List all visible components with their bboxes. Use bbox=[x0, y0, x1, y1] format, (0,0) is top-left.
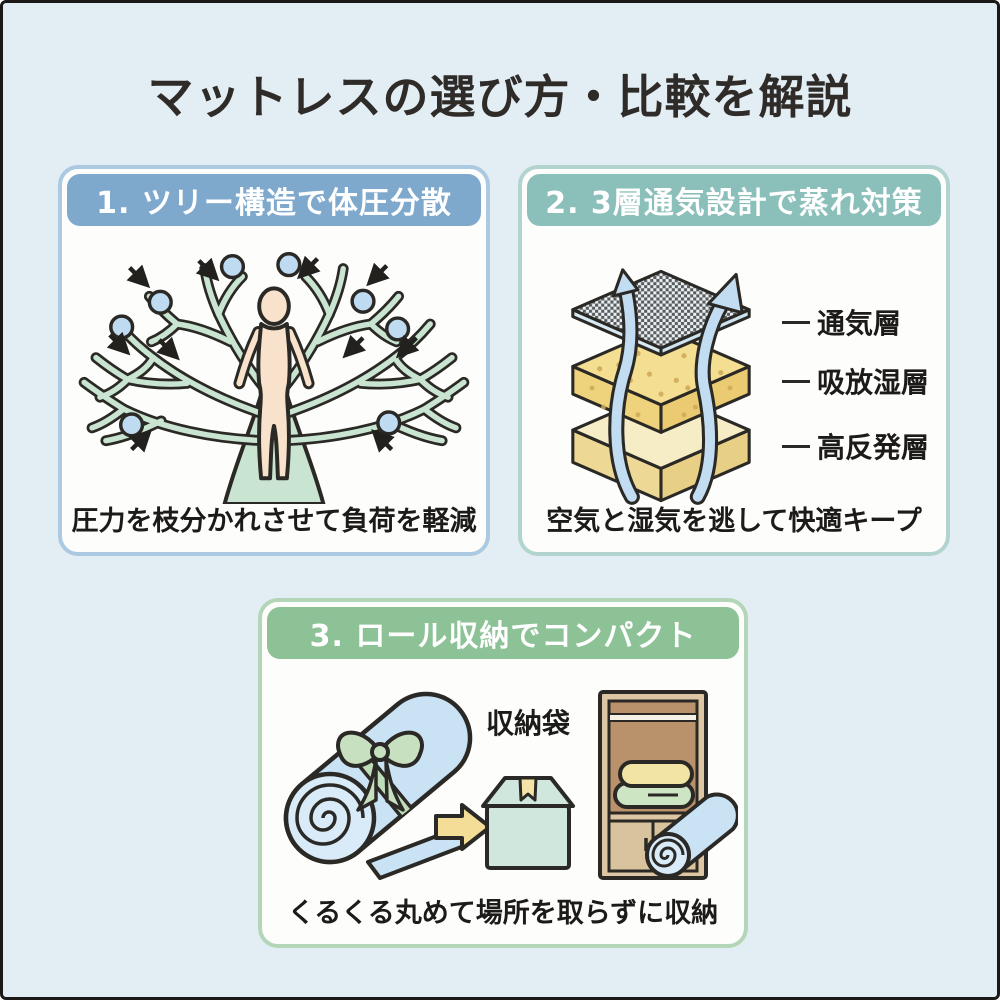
spiral-end bbox=[295, 783, 365, 846]
storage-box-icon bbox=[481, 776, 575, 870]
leader-line bbox=[782, 444, 810, 448]
panel-2-header-label: 2. 3層通気設計で蒸れ対策 bbox=[545, 186, 923, 221]
leader-line bbox=[782, 379, 810, 383]
page-title: マットレスの選び方・比較を解説 bbox=[147, 70, 853, 124]
ribbon-bow-icon bbox=[336, 730, 424, 812]
panel-2-header: 2. 3層通気設計で蒸れ対策 bbox=[527, 174, 941, 226]
pressure-dots bbox=[109, 252, 411, 438]
roll-storage-illustration bbox=[283, 690, 738, 880]
panel-tree-pressure: 1. ツリー構造で体圧分散 bbox=[58, 165, 490, 556]
layer-label-ventilation: 通気層 bbox=[782, 302, 901, 342]
panel-roll-storage: 3. ロール収納でコンパクト bbox=[258, 598, 748, 948]
panel-1-caption: 圧力を枝分かれさせて負荷を軽減 bbox=[71, 506, 477, 537]
layer-label-moisture: 吸放湿層 bbox=[782, 361, 929, 401]
pressure-arrows bbox=[106, 255, 420, 453]
layer-label-resilience: 高反発層 bbox=[782, 426, 929, 466]
human-figure bbox=[233, 286, 315, 481]
leaning-roll-icon bbox=[645, 792, 738, 878]
storage-bag-label: 収納袋 bbox=[485, 707, 570, 740]
panel-3-header-label: 3. ロール収納でコンパクト bbox=[309, 619, 697, 654]
panel-1-header: 1. ツリー構造で体圧分散 bbox=[67, 174, 481, 226]
panel-ventilation: 2. 3層通気設計で蒸れ対策 bbox=[518, 165, 950, 556]
tree-pressure-illustration bbox=[78, 252, 482, 504]
mattress-layers-illustration bbox=[571, 268, 751, 505]
panel-2-caption: 空気と湿気を逃して快適キープ bbox=[546, 506, 922, 537]
panel-3-header: 3. ロール収納でコンパクト bbox=[267, 607, 739, 659]
tree-branches bbox=[78, 263, 464, 447]
leader-line bbox=[782, 320, 810, 324]
folded-mattress-icon bbox=[613, 760, 695, 809]
panel-3-caption: くるくる丸めて場所を取らずに収納 bbox=[287, 898, 719, 929]
rolled-mattress-icon bbox=[283, 691, 473, 880]
panel-1-header-label: 1. ツリー構造で体圧分散 bbox=[96, 186, 452, 221]
arrow-right-icon bbox=[434, 803, 492, 851]
airflow-arrows bbox=[608, 268, 744, 505]
